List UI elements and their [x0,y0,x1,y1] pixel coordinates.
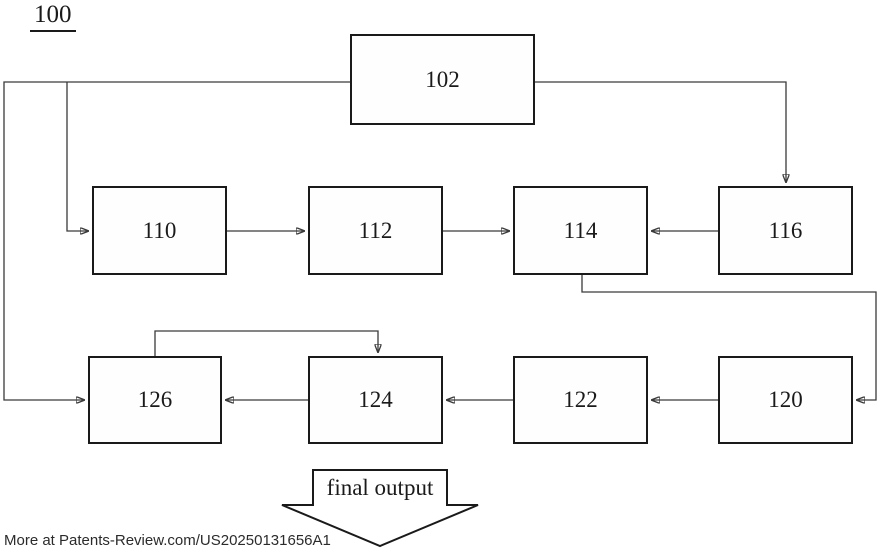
node-box-112: 112 [308,186,443,275]
node-label: 126 [137,387,173,412]
node-label: 110 [142,217,177,243]
node-label: 122 [563,387,598,412]
node-box-114: 114 [513,186,648,275]
node-label: 124 [358,387,393,412]
node-label: 114 [563,217,598,243]
node-box-126: 126 [88,356,222,444]
node-label: 102 [425,66,460,92]
node-label: 120 [768,387,803,412]
node-label: 112 [358,217,393,243]
node-box-102: 102 [350,34,535,125]
final-output-label: final output [326,475,434,500]
node-box-120: 120 [718,356,853,444]
node-box-122: 122 [513,356,648,444]
edge-102-126 [3,81,350,400]
watermark-text: More at Patents-Review.com/US20250131656… [4,532,331,549]
node-box-124: 124 [308,356,443,444]
figure-reference-label: 100 [30,1,76,32]
edge-126-124 [154,330,378,356]
edge-102-110 [66,82,88,231]
edge-114-120 [581,275,877,400]
node-label: 116 [768,217,803,243]
node-box-116: 116 [718,186,853,275]
node-box-110: 110 [92,186,227,275]
final-output-arrow [281,469,479,548]
edge-102-116 [535,81,786,182]
